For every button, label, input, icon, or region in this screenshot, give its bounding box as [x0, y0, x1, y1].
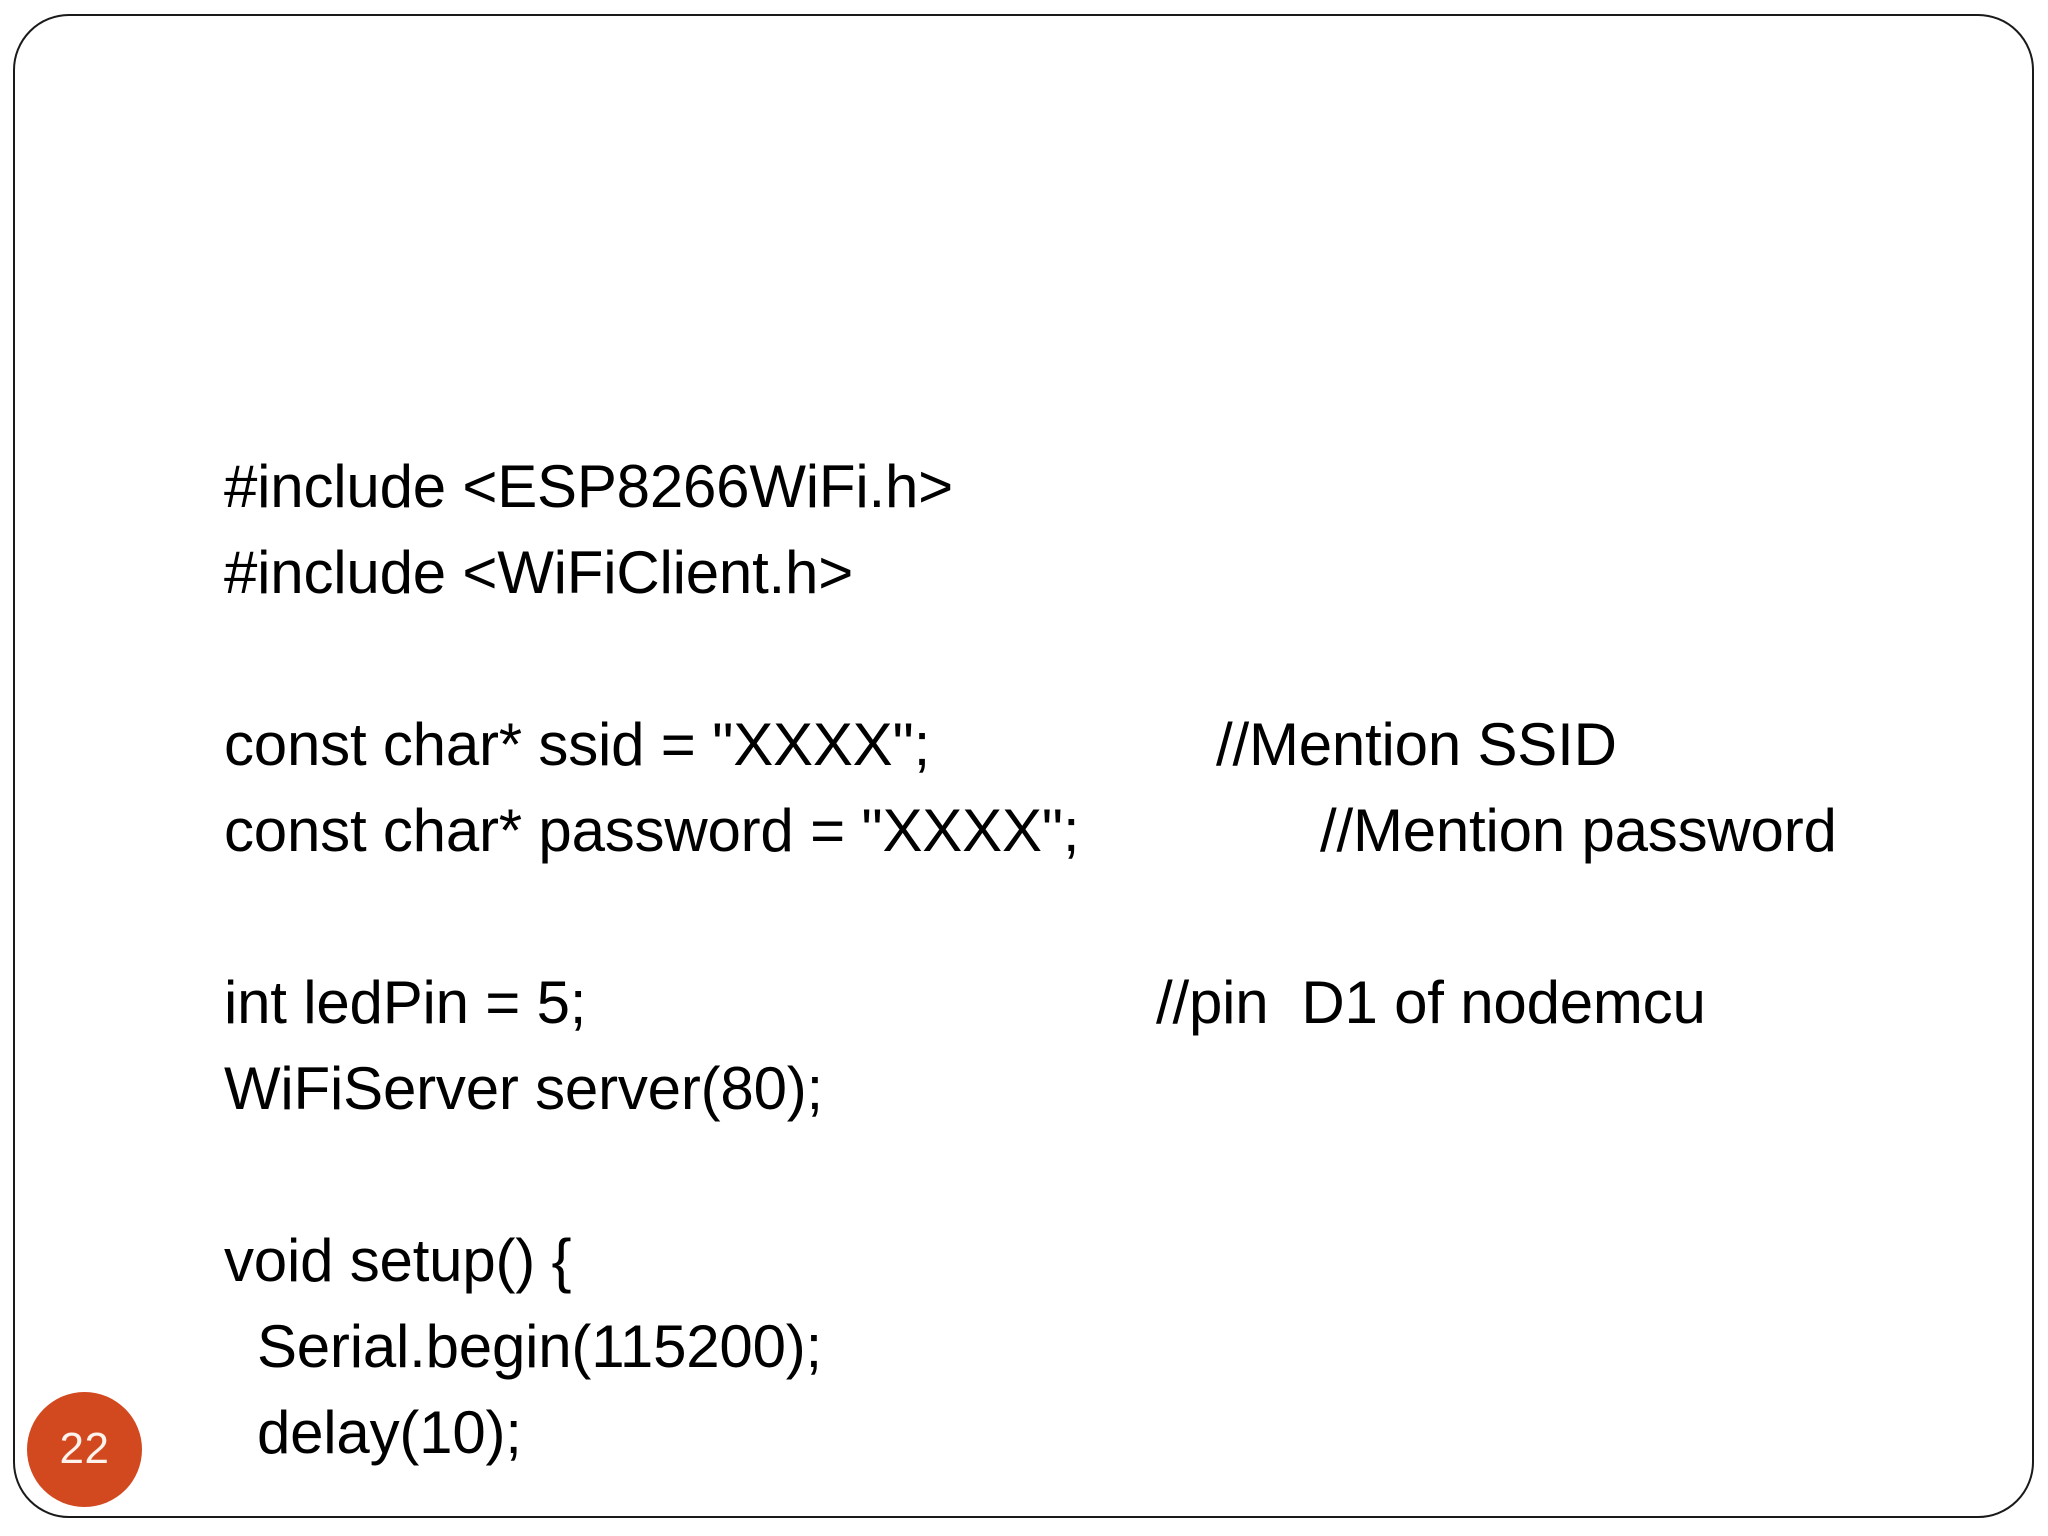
code-line-text: const char* password = "XXXX"; — [224, 797, 1080, 864]
code-line-text: const char* ssid = "XXXX"; — [224, 711, 931, 778]
code-line: #include <WiFiClient.h> — [224, 530, 1984, 616]
page-number-label: 22 — [59, 1423, 110, 1473]
code-line-text: void setup() { — [224, 1227, 572, 1294]
code-line-text: WiFiServer server(80); — [224, 1055, 823, 1122]
code-line: delay(10); — [224, 1390, 1984, 1476]
code-line: Serial.begin(115200); — [224, 1304, 1984, 1390]
code-line: void setup() { — [224, 1218, 1984, 1304]
code-line-comment: //Mention SSID — [1216, 711, 1617, 778]
page-number-badge: 22 — [27, 1392, 142, 1507]
code-line — [224, 1132, 1984, 1218]
code-line — [224, 616, 1984, 702]
code-line: const char* password = "XXXX"; //Mention … — [224, 788, 1984, 874]
code-line — [224, 874, 1984, 960]
code-line: #include <ESP8266WiFi.h> — [224, 444, 1984, 530]
code-line-text: int ledPin = 5; — [224, 969, 587, 1036]
code-listing: #include <ESP8266WiFi.h> #include <WiFiCl… — [224, 186, 1984, 1476]
code-line-comment: //Mention password — [1320, 797, 1837, 864]
code-line: int ledPin = 5; //pin D1 of nodemcu — [224, 960, 1984, 1046]
code-line: const char* ssid = "XXXX"; //Mention SSID — [224, 702, 1984, 788]
code-line-text: delay(10); — [224, 1399, 522, 1466]
code-line-text: Serial.begin(115200); — [224, 1313, 823, 1380]
code-line-text: #include <ESP8266WiFi.h> — [224, 453, 953, 520]
code-line: WiFiServer server(80); — [224, 1046, 1984, 1132]
code-line-text: #include <WiFiClient.h> — [224, 539, 854, 606]
code-line-comment: //pin D1 of nodemcu — [1156, 969, 1706, 1036]
